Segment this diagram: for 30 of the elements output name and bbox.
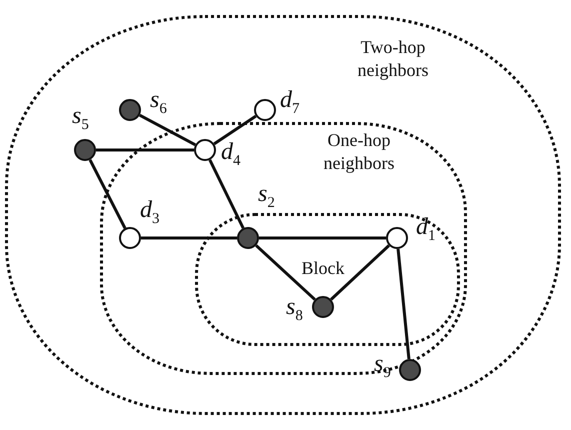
graph-node: [119, 227, 141, 249]
node-label: s$_{5}$: [72, 104, 89, 133]
graph-node: [312, 296, 334, 318]
node-label: d$_{7}$: [280, 88, 300, 117]
edge-line: [141, 236, 237, 240]
dotted-region-outline: [5, 15, 561, 415]
graph-node: [399, 359, 421, 381]
graph-node: [254, 99, 276, 121]
edge-line: [208, 159, 245, 229]
graph-node: [194, 139, 216, 161]
graph-node: [386, 227, 408, 249]
graph-node: [237, 227, 259, 249]
node-label: s$_{2}$: [258, 182, 275, 211]
node-label: s$_{8}$: [286, 295, 303, 324]
node-label: d$_{4}$: [221, 140, 240, 169]
node-label: d$_{3}$: [140, 198, 160, 227]
edge-line: [96, 148, 194, 152]
edge-line: [255, 244, 316, 301]
region-label: Two-hop neighbors: [356, 36, 430, 81]
edge-line: [88, 159, 126, 229]
edge-line: [213, 114, 257, 146]
node-label: s$_{6}$: [150, 88, 167, 117]
region-label: Block: [300, 257, 346, 280]
edge-line: [259, 236, 386, 240]
graph-node: [74, 139, 96, 161]
edge-line: [139, 114, 196, 146]
edge-line: [330, 244, 390, 301]
node-label: d$_{1}$: [416, 215, 436, 244]
graph-node: [119, 99, 141, 121]
region-label: One-hop neighbors: [322, 129, 396, 174]
